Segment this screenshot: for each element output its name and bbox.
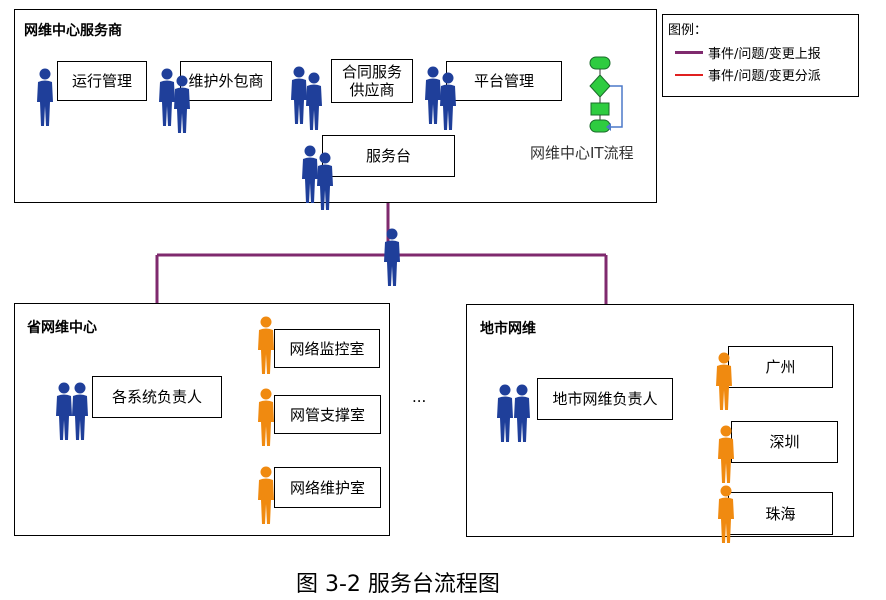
legend: 图例： 事件/问题/变更上报 事件/问题/变更分派 [662,14,859,97]
legend-label: 事件/问题/变更上报 [708,47,821,62]
person-icon-desk-1 [302,145,318,203]
legend-item-report: 事件/问题/变更上报 [675,43,821,62]
person-icon-city-2 [514,384,530,442]
person-icon-province-2 [72,382,88,440]
person-icon-yunxing [37,68,53,126]
box-label: 地市网维负责人 [552,390,658,408]
box-weihu-waibaoshang: 维护外包商 [180,61,272,101]
legend-title: 图例： [668,23,708,38]
box-yunxing-guanli: 运行管理 [57,61,147,101]
box-system-leads: 各系统负责人 [92,376,222,418]
box-label: 广州 [765,358,796,376]
person-icon-city-1 [497,384,513,442]
box-city-lead: 地市网维负责人 [537,378,673,420]
person-icon-guangzhou [716,352,732,410]
it-flow-label: 网维中心IT流程 [530,144,634,162]
figure-caption: 图 3-2 服务台流程图 [296,572,500,597]
box-network-maintenance-room: 网络维护室 [274,467,381,508]
legend-swatch-dispatch [675,73,703,76]
box-label: 各系统负责人 [111,388,202,406]
box-label: 维护外包商 [188,72,264,90]
person-icon-province-1 [56,382,72,440]
person-icon-hetong-2 [306,72,322,130]
box-pingtai-guanli: 平台管理 [446,61,562,101]
person-icon-zhuhai [718,485,734,543]
box-label: 运行管理 [71,72,132,90]
box-label: 网络维护室 [289,478,365,497]
person-icon-weihu-2 [174,75,190,133]
person-icon-maintenance [258,466,274,524]
box-label: 合同服务供应商 [341,63,402,99]
person-icon-monitor [258,316,274,374]
box-label: 平台管理 [473,72,534,90]
legend-swatch-report [675,51,703,54]
box-label: 网络监控室 [289,339,365,358]
legend-item-dispatch: 事件/问题/变更分派 [675,65,821,84]
person-icon-weihu-1 [159,68,175,126]
person-icon-hetong-1 [291,66,307,124]
box-label: 服务台 [365,147,411,165]
person-icon-desk-2 [317,152,333,210]
panel-title: 网维中心服务商 [24,23,122,39]
box-nms-support-room: 网管支撑室 [274,395,381,434]
box-network-monitor-room: 网络监控室 [274,329,380,368]
person-icon-pingtai-1 [425,66,441,124]
panel-title: 省网维中心 [27,320,97,336]
box-label: 深圳 [769,433,800,451]
box-label: 珠海 [765,504,796,523]
person-icon-report [384,228,400,286]
box-hetong-fuwu: 合同服务供应商 [331,59,413,103]
panel-title: 地市网维 [480,321,536,337]
box-label: 网管支撑室 [289,405,365,424]
legend-label: 事件/问题/变更分派 [708,69,821,84]
person-icon-support [258,388,274,446]
ellipsis: ... [412,388,427,406]
person-icon-pingtai-2 [440,72,456,130]
box-fuwutai: 服务台 [322,135,455,177]
person-icon-shenzhen [718,425,734,483]
box-zhuhai: 珠海 [728,492,833,535]
box-shenzhen: 深圳 [731,421,838,463]
